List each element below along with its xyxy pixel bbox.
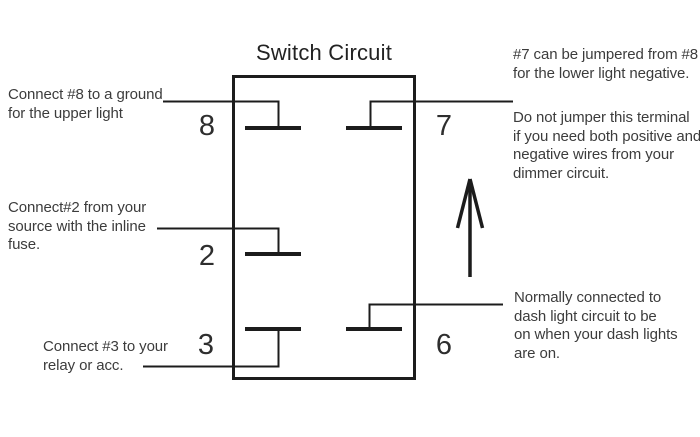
annotation-line: are on. [514, 344, 560, 362]
diagram-title: Switch Circuit [255, 40, 393, 65]
wire-terminal-3 [143, 330, 280, 368]
annotation-line: for the upper light [8, 104, 123, 122]
annotation-pin7-warning: Do not jumper this terminal if you need … [513, 109, 700, 183]
annotation-pin3: Connect #3 to your relay or acc. [43, 338, 168, 375]
annotation-pin7-jumper: #7 can be jumpered from #8 for the lower… [513, 46, 698, 83]
annotation-line: Connect#2 from your [8, 199, 147, 216]
wire-terminal-2 [157, 227, 280, 252]
annotation-line: Connect #3 to your [43, 338, 168, 355]
up-arrow-icon [455, 178, 485, 277]
annotation-line: for the lower light negative. [513, 64, 690, 82]
annotation-line: relay or acc. [43, 356, 124, 374]
pin-label-3: 3 [197, 329, 215, 361]
pin-label-6: 6 [435, 329, 453, 361]
annotation-pin8: Connect #8 to a ground for the upper lig… [8, 86, 163, 123]
annotation-line: Normally connected to [514, 289, 662, 306]
annotation-line: dimmer circuit. [513, 164, 610, 182]
pin-label-7: 7 [435, 110, 453, 142]
annotation-pin6: Normally connected to dash light circuit… [514, 289, 678, 363]
wire-terminal-7 [369, 100, 513, 126]
annotation-pin2: Connect#2 from your source with the inli… [8, 199, 146, 255]
pin-label-8: 8 [198, 110, 216, 142]
annotation-line: #7 can be jumpered from #8 [513, 46, 699, 63]
annotation-line: fuse. [8, 236, 41, 253]
annotation-line: if you need both positive and [513, 127, 700, 145]
annotation-line: Connect #8 to a ground [8, 86, 163, 103]
annotation-line: source with the inline [8, 217, 146, 235]
wire-terminal-8 [163, 100, 280, 126]
annotation-line: Do not jumper this terminal [513, 109, 690, 126]
wire-terminal-6 [368, 303, 503, 327]
pin-label-2: 2 [198, 240, 216, 272]
annotation-line: dash light circuit to be [514, 307, 657, 325]
annotation-line: negative wires from your [513, 146, 674, 163]
annotation-line: on when your dash lights [514, 326, 678, 343]
